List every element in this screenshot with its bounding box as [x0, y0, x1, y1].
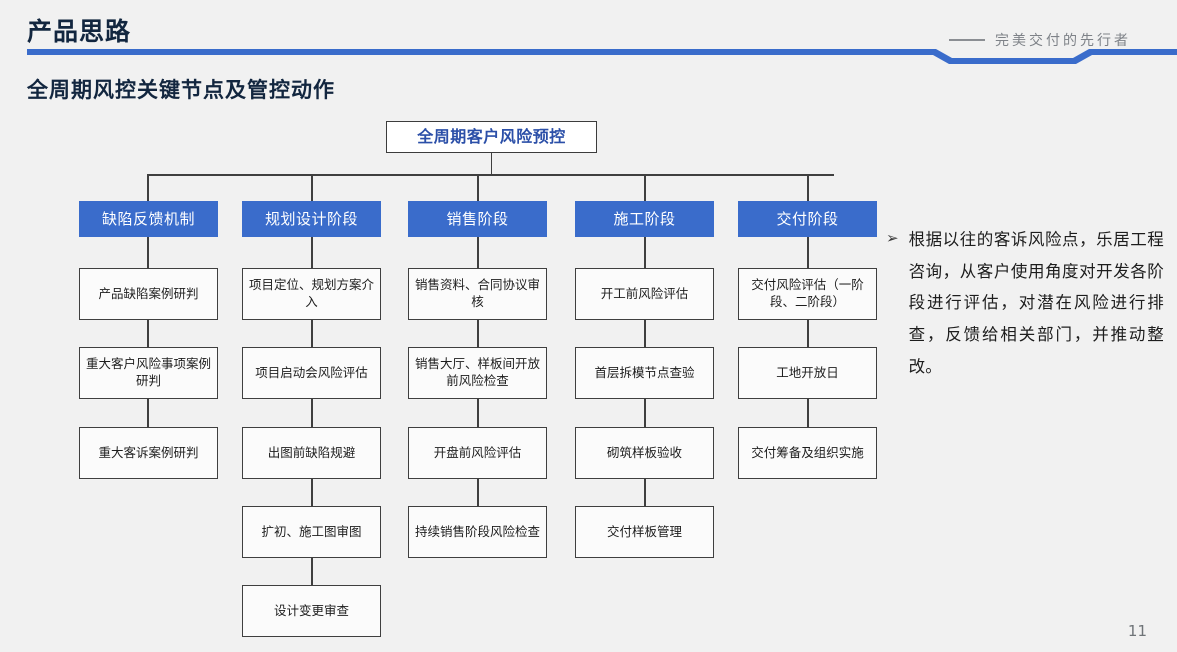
branch-connector-1 — [147, 174, 149, 201]
node-0-2[interactable]: 重大客诉案例研判 — [79, 427, 218, 479]
column-4-connector-1 — [807, 320, 809, 347]
node-3-0[interactable]: 开工前风险评估 — [575, 268, 714, 320]
node-0-1[interactable]: 重大客户风险事项案例研判 — [79, 347, 218, 399]
side-note-text: 根据以往的客诉风险点，乐居工程咨询，从客户使用角度对开发各阶段进行评估，对潜在风… — [908, 230, 1164, 376]
node-4-0[interactable]: 交付风险评估（一阶段、二阶段） — [738, 268, 877, 320]
column-1-connector-1 — [311, 320, 313, 347]
section-subtitle: 全周期风控关键节点及管控动作 — [27, 78, 335, 102]
node-3-2[interactable]: 砌筑样板验收 — [575, 427, 714, 479]
node-2-3[interactable]: 持续销售阶段风险检查 — [408, 506, 547, 558]
branch-connector-5 — [807, 174, 809, 201]
column-3-connector-3 — [644, 479, 646, 506]
tree-horizontal-connector — [148, 174, 834, 176]
bullet-arrow-icon: ➢ — [886, 229, 899, 247]
phase-header-3[interactable]: 施工阶段 — [575, 201, 714, 237]
node-2-2[interactable]: 开盘前风险评估 — [408, 427, 547, 479]
brand-tagline: 完美交付的先行者 — [949, 30, 1131, 50]
column-2-connector-1 — [477, 320, 479, 347]
column-3-connector-1 — [644, 320, 646, 347]
column-3-connector-0 — [644, 237, 646, 268]
phase-header-2[interactable]: 销售阶段 — [408, 201, 547, 237]
phase-header-0[interactable]: 缺陷反馈机制 — [79, 201, 218, 237]
node-2-0[interactable]: 销售资料、合同协议审核 — [408, 268, 547, 320]
column-3-connector-2 — [644, 399, 646, 427]
node-4-2[interactable]: 交付筹备及组织实施 — [738, 427, 877, 479]
node-3-3[interactable]: 交付样板管理 — [575, 506, 714, 558]
node-1-3[interactable]: 扩初、施工图审图 — [242, 506, 381, 558]
node-1-4[interactable]: 设计变更审查 — [242, 585, 381, 637]
page-title: 产品思路 — [27, 17, 132, 46]
node-3-1[interactable]: 首层拆模节点查验 — [575, 347, 714, 399]
branch-connector-4 — [644, 174, 646, 201]
node-1-0[interactable]: 项目定位、规划方案介入 — [242, 268, 381, 320]
header-divider — [27, 49, 1177, 64]
phase-header-4[interactable]: 交付阶段 — [738, 201, 877, 237]
column-4-connector-0 — [807, 237, 809, 268]
column-1-connector-4 — [311, 558, 313, 585]
column-1-connector-3 — [311, 479, 313, 506]
side-note: ➢ 根据以往的客诉风险点，乐居工程咨询，从客户使用角度对开发各阶段进行评估，对潜… — [886, 224, 1164, 382]
column-1-connector-0 — [311, 237, 313, 268]
node-1-2[interactable]: 出图前缺陷规避 — [242, 427, 381, 479]
node-0-0[interactable]: 产品缺陷案例研判 — [79, 268, 218, 320]
node-2-1[interactable]: 销售大厅、样板间开放前风险检查 — [408, 347, 547, 399]
column-0-connector-0 — [147, 237, 149, 268]
column-2-connector-2 — [477, 399, 479, 427]
tagline-text: 完美交付的先行者 — [995, 33, 1131, 49]
column-2-connector-0 — [477, 237, 479, 268]
page-number: 11 — [1127, 622, 1147, 640]
column-0-connector-2 — [147, 399, 149, 427]
branch-connector-2 — [311, 174, 313, 201]
column-2-connector-3 — [477, 479, 479, 506]
phase-header-1[interactable]: 规划设计阶段 — [242, 201, 381, 237]
node-1-1[interactable]: 项目启动会风险评估 — [242, 347, 381, 399]
branch-connector-3 — [477, 174, 479, 201]
column-1-connector-2 — [311, 399, 313, 427]
root-down-connector — [490, 153, 493, 175]
tagline-dash-icon — [949, 39, 985, 41]
node-4-1[interactable]: 工地开放日 — [738, 347, 877, 399]
column-0-connector-1 — [147, 320, 149, 347]
root-node[interactable]: 全周期客户风险预控 — [386, 121, 597, 153]
column-4-connector-2 — [807, 399, 809, 427]
